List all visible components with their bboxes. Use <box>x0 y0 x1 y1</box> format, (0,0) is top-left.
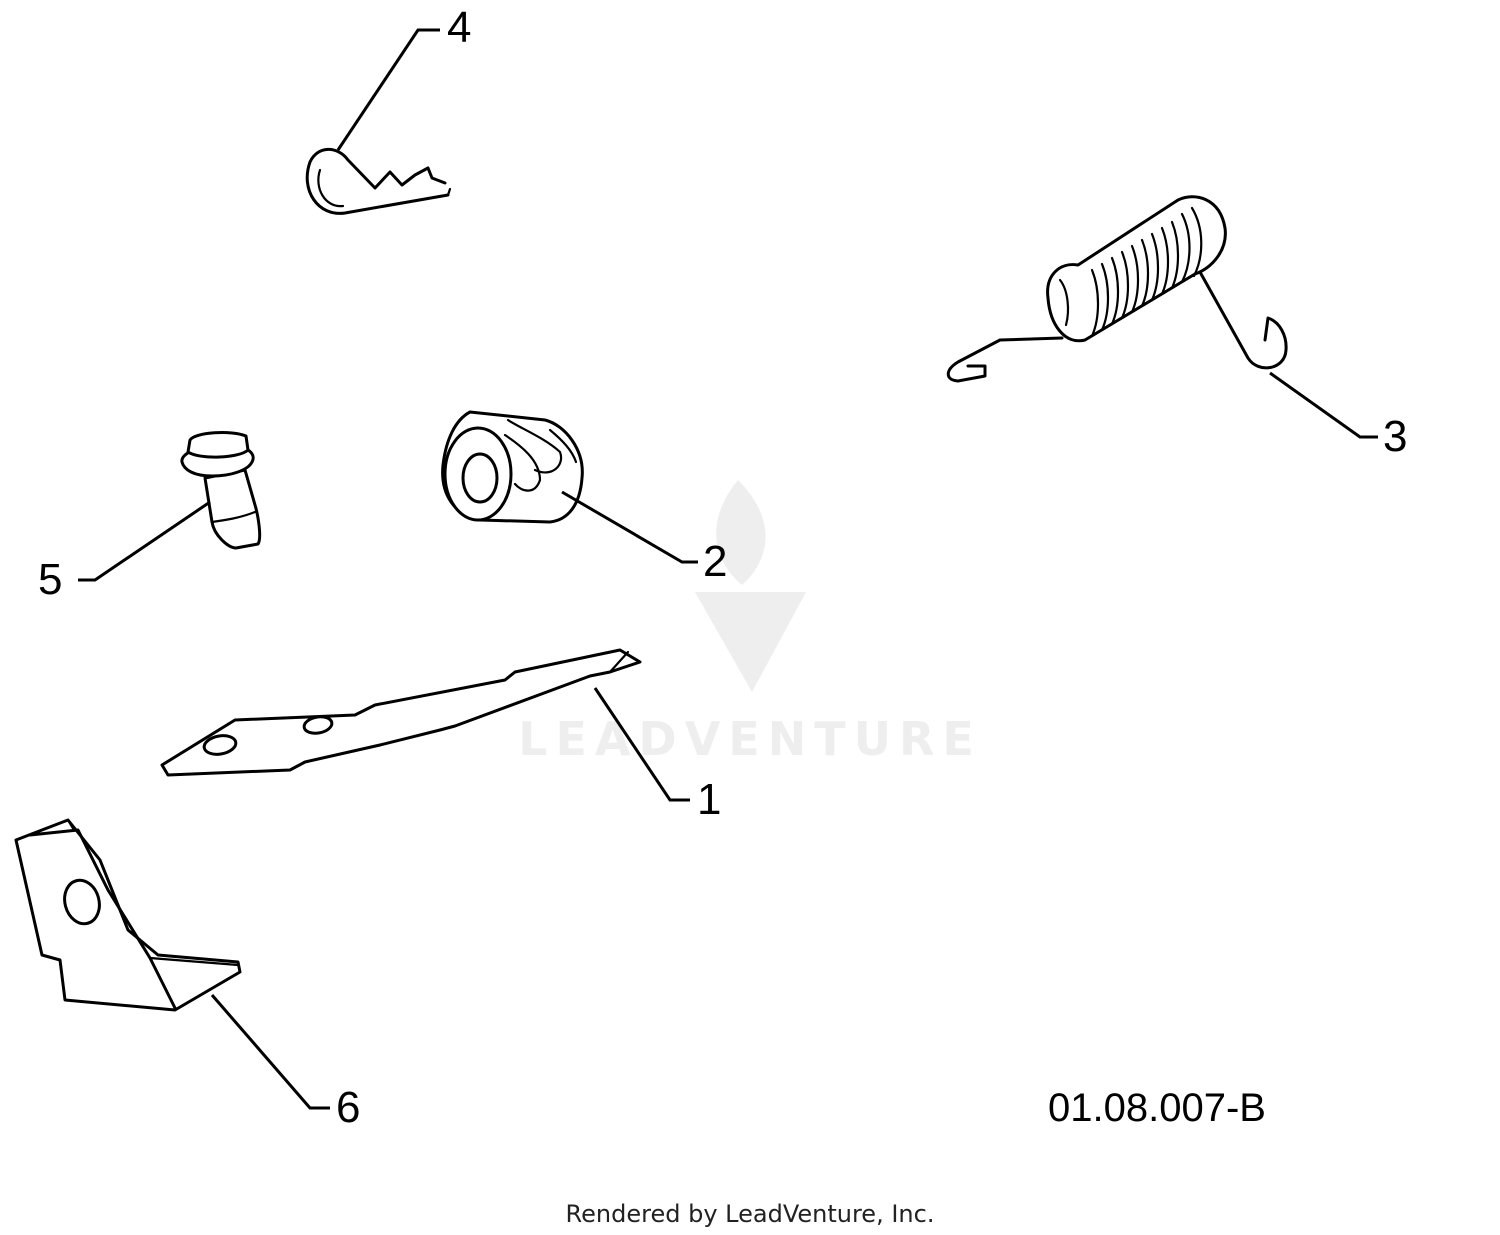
callout-6[interactable]: 6 <box>336 1083 360 1132</box>
leader-2 <box>561 490 698 564</box>
part-4-hair-pin-clip[interactable] <box>305 147 452 215</box>
leader-lines <box>78 28 1378 1110</box>
footer-credit: Rendered by LeadVenture, Inc. <box>566 1200 935 1228</box>
part-2-bushing[interactable] <box>441 410 584 524</box>
callout-3[interactable]: 3 <box>1383 412 1407 461</box>
watermark-logo-icon <box>695 480 806 692</box>
leader-1 <box>593 687 690 802</box>
leader-3 <box>1269 371 1378 439</box>
callout-1[interactable]: 1 <box>697 775 721 824</box>
leader-5 <box>78 500 211 582</box>
callout-5[interactable]: 5 <box>38 555 62 604</box>
watermark-text: LEADVENTURE <box>518 712 982 766</box>
leader-4 <box>336 28 440 151</box>
part-5-hex-bolt[interactable] <box>180 431 262 550</box>
callout-4[interactable]: 4 <box>447 3 471 52</box>
leader-6 <box>210 994 330 1110</box>
part-1-lever-plate[interactable] <box>160 648 642 777</box>
part-6-angle-bracket[interactable] <box>14 818 242 1012</box>
watermark: LEADVENTURE <box>518 480 982 766</box>
part-3-extension-spring[interactable] <box>946 195 1288 383</box>
callout-2[interactable]: 2 <box>703 537 727 586</box>
diagram-reference-code: 01.08.007-B <box>1048 1086 1266 1130</box>
callouts: 4 3 5 2 1 6 <box>38 3 1407 1132</box>
